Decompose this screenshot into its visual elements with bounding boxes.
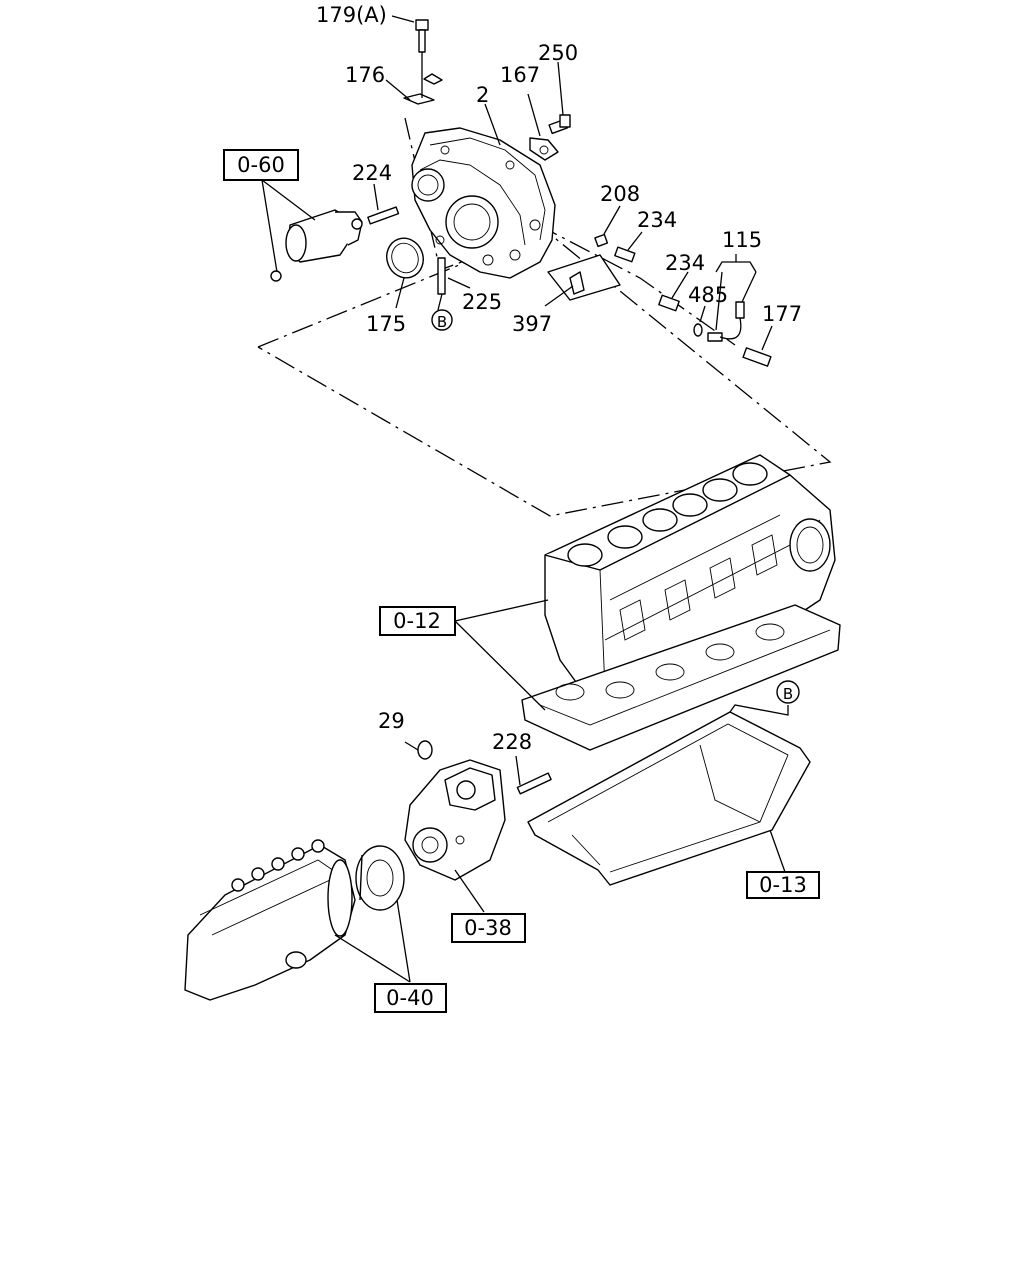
seal-ring-175	[386, 237, 424, 279]
nut-208	[594, 233, 609, 248]
washer-485	[693, 323, 703, 337]
callout-176: 176	[345, 63, 385, 87]
plate-176	[403, 52, 443, 105]
oil-pan	[527, 711, 811, 886]
injection-pump	[184, 839, 356, 1001]
cylinder-bores	[567, 462, 768, 567]
gasket-167	[529, 137, 559, 161]
callout-250: 250	[538, 41, 578, 65]
bolt-250	[548, 114, 571, 135]
circle-marker-b-upper: B	[431, 309, 453, 331]
callout-175: 175	[366, 312, 406, 336]
air-compressor	[404, 759, 506, 881]
cylinder-block	[544, 454, 836, 716]
ref-box-0-60[interactable]: 0-60	[223, 149, 299, 181]
leader-lines	[261, 15, 789, 983]
callout-115: 115	[722, 228, 762, 252]
ref-box-0-40[interactable]: 0-40	[374, 983, 447, 1013]
callout-234-upper: 234	[637, 208, 677, 232]
bolt-177	[742, 347, 772, 367]
circle-marker-b-lower: B	[776, 680, 800, 704]
callout-29: 29	[378, 709, 405, 733]
ref-label-0-40: 0-40	[386, 986, 434, 1010]
callout-225: 225	[462, 290, 502, 314]
callout-234-lower: 234	[665, 251, 705, 275]
ref-label-0-38: 0-38	[464, 916, 512, 940]
callout-167: 167	[500, 63, 540, 87]
ref-label-0-60: 0-60	[237, 153, 285, 177]
bed-plate	[521, 604, 841, 751]
callout-228: 228	[492, 730, 532, 754]
ref-box-0-13[interactable]: 0-13	[746, 871, 820, 899]
drive-coupling	[355, 845, 405, 911]
svg-text:B: B	[437, 313, 447, 331]
bolt-234-lower	[658, 294, 680, 312]
plate-397	[547, 254, 621, 301]
stud-228	[516, 772, 552, 795]
callout-224: 224	[352, 161, 392, 185]
ref-box-0-38[interactable]: 0-38	[451, 913, 526, 943]
callout-179a: 179(A)	[316, 3, 387, 27]
svg-text:B: B	[783, 685, 793, 703]
ref-box-0-12[interactable]: 0-12	[379, 606, 456, 636]
gear-case-cover	[411, 127, 556, 279]
callout-208: 208	[600, 182, 640, 206]
stud-224	[367, 206, 400, 225]
callout-2: 2	[476, 83, 489, 107]
ref-label-0-13: 0-13	[759, 873, 807, 897]
callout-177: 177	[762, 302, 802, 326]
alignment-outline-upper	[257, 229, 832, 517]
fitting-115	[707, 301, 745, 342]
callout-485: 485	[688, 283, 728, 307]
callout-397: 397	[512, 312, 552, 336]
bolt-234-upper	[614, 246, 636, 263]
starter-motor	[270, 209, 363, 282]
stud-225	[437, 257, 446, 295]
bolt-179a	[415, 19, 429, 53]
plug-29	[417, 740, 433, 760]
ref-label-0-12: 0-12	[393, 609, 441, 633]
